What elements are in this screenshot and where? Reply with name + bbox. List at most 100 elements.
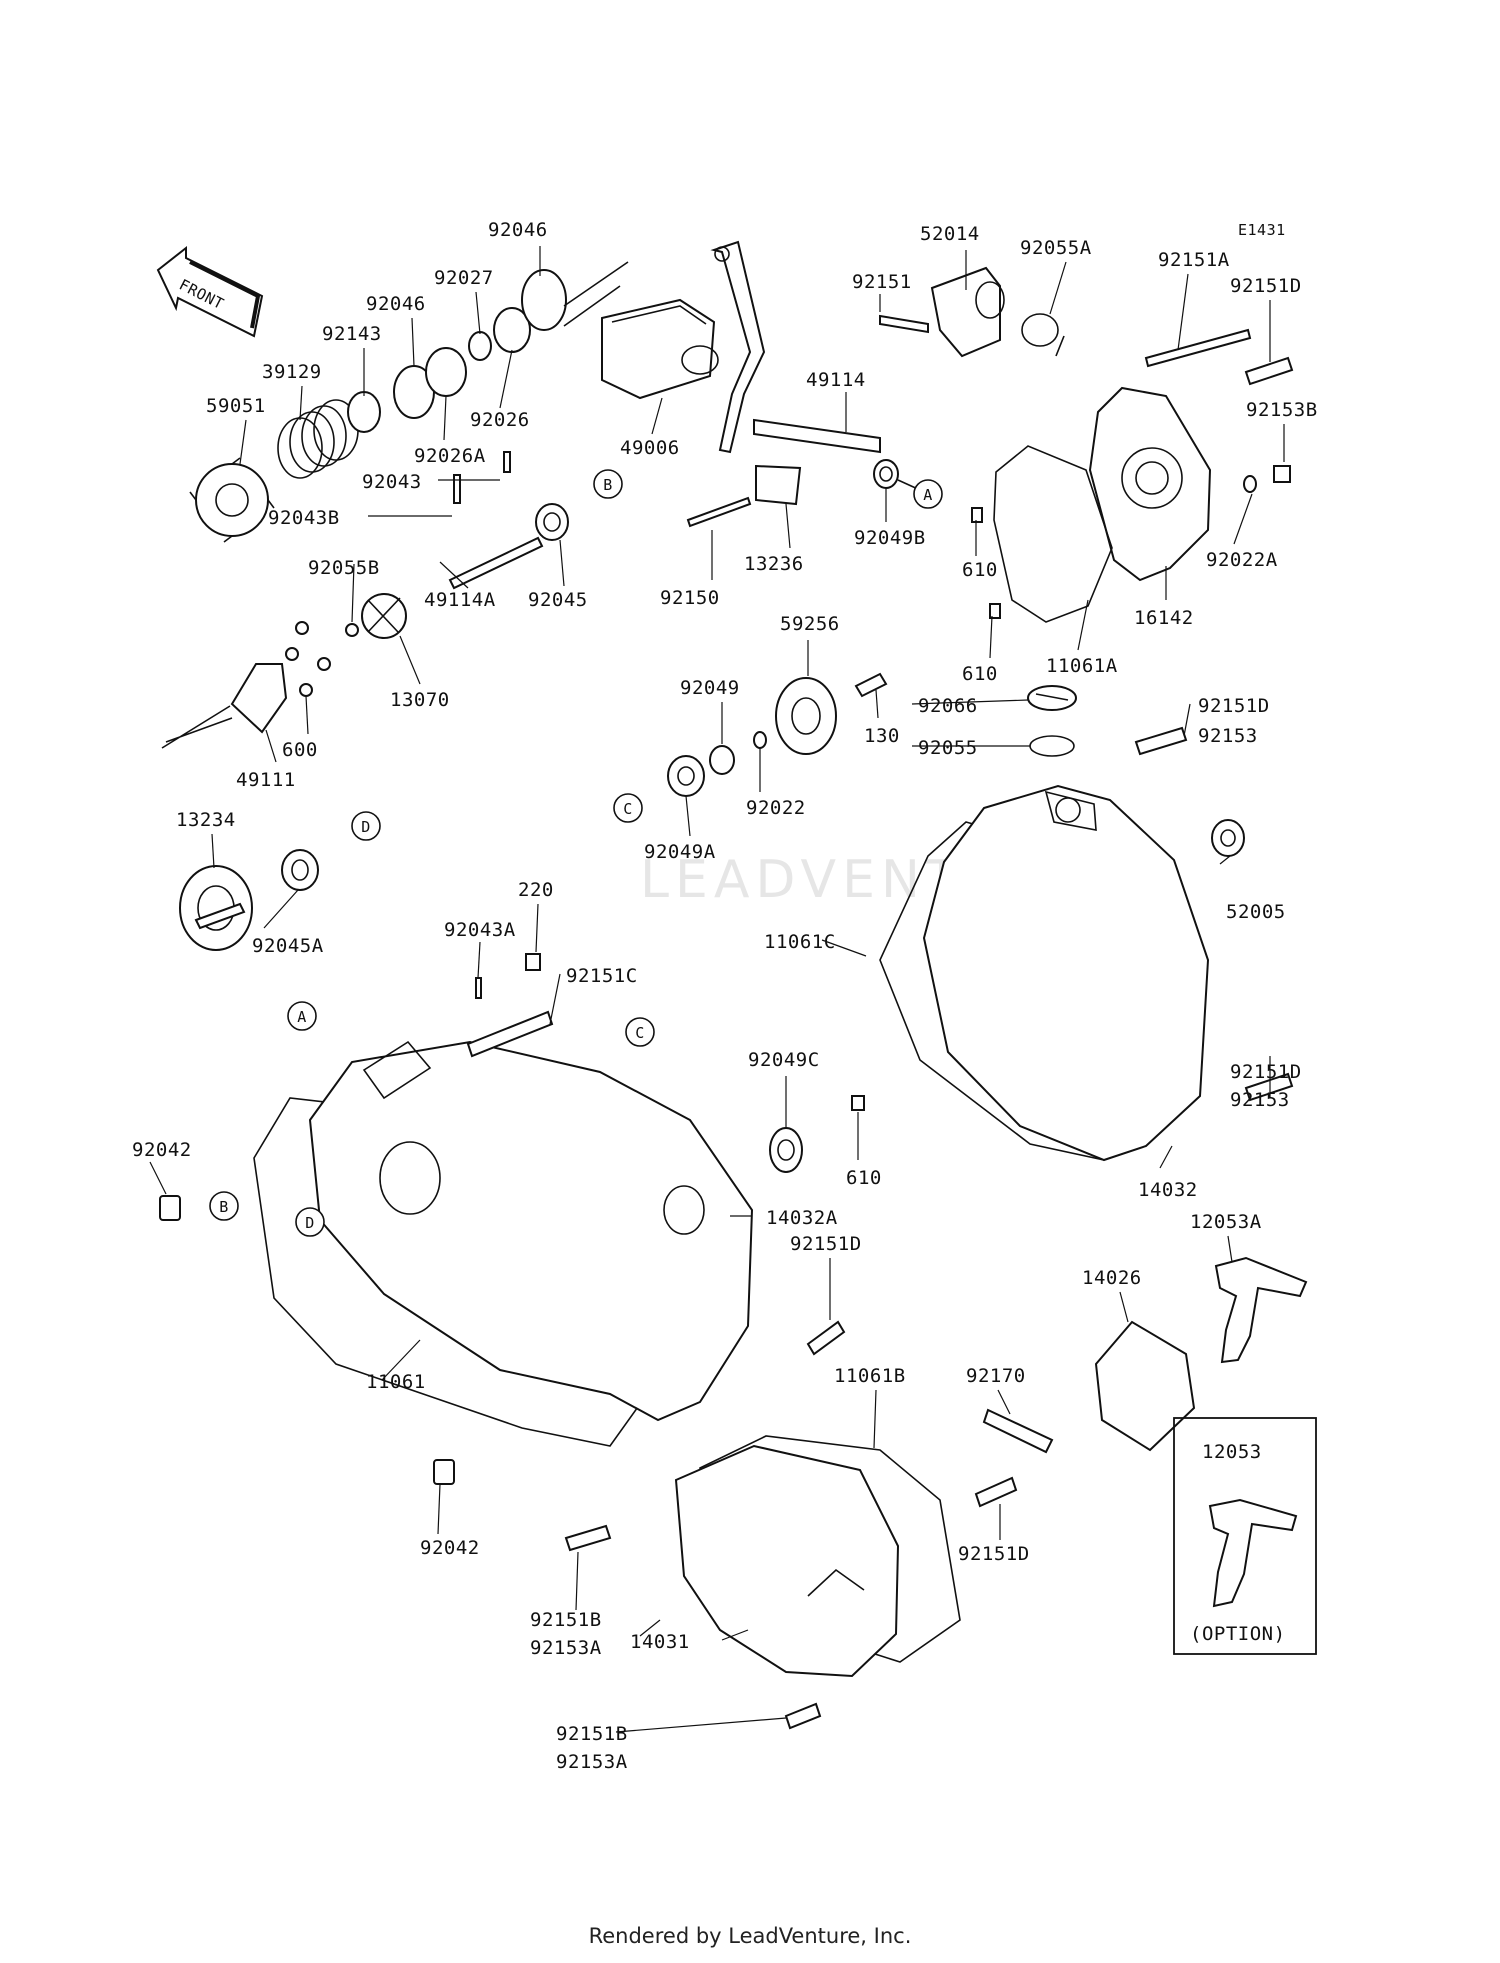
slider-92170-drawing: [982, 1408, 1054, 1454]
cover-14032a-drawing: [308, 1040, 754, 1422]
part-label: 92055B: [308, 557, 380, 579]
callout-circle: [913, 479, 943, 509]
bearing-92049a-drawing: [667, 755, 705, 797]
part-label: 49006: [620, 437, 680, 459]
part-label: 52014: [920, 223, 980, 245]
part-label: 92027: [434, 267, 494, 289]
part-label: 12053: [1202, 1441, 1262, 1463]
leader-lines: [149, 246, 1285, 1733]
part-label: 92045A: [252, 935, 324, 957]
part-label: 52005: [1226, 901, 1286, 923]
part-label: 92055: [918, 737, 978, 759]
leader-line: [1183, 703, 1191, 737]
leader-line: [211, 833, 215, 869]
diagram-code: E1431: [1238, 221, 1286, 239]
balls-drawing: [285, 621, 331, 697]
washer-92022a-drawing: [1243, 475, 1257, 493]
pump-shaft-drawing: [161, 663, 288, 749]
cover-14031-drawing: [674, 1444, 900, 1678]
part-labels: 92046920279204692143391295905192026A9202…: [132, 219, 1317, 1773]
bearing-92049-drawing: [709, 745, 735, 775]
part-label: 16142: [1134, 607, 1194, 629]
callout-circle: [295, 1207, 325, 1237]
leader-line: [875, 689, 879, 719]
part-label: 92045: [528, 589, 588, 611]
part-label: 92026: [470, 409, 530, 431]
seal-52005-drawing: [1211, 819, 1245, 857]
seal-92049c-drawing: [769, 1127, 803, 1173]
kickstart-gear-drawing: [189, 457, 275, 543]
callout-circle: [287, 1001, 317, 1031]
callout-circle: [351, 811, 381, 841]
leader-line: [1077, 599, 1089, 651]
leader-line: [685, 795, 691, 837]
part-label: 92151B: [530, 1609, 602, 1631]
part-label: 92151D: [1198, 695, 1270, 717]
part-label: 92066: [918, 695, 978, 717]
bolt-92153b-drawing: [1273, 465, 1291, 483]
leader-line: [989, 615, 993, 659]
bolt-92151d-drawing-3: [1244, 1072, 1294, 1102]
part-label: 92150: [660, 587, 720, 609]
part-label: 92151D: [1230, 1061, 1302, 1083]
leader-line: [399, 635, 421, 685]
part-label: 92153: [1198, 725, 1258, 747]
leader-line: [721, 1629, 749, 1641]
bracket-drawing: [755, 464, 802, 506]
leader-line: [997, 1389, 1011, 1415]
part-label: 92046: [366, 293, 426, 315]
o-ring-92055-drawing: [1029, 735, 1075, 757]
leader-line: [499, 349, 513, 409]
pin-drawing: [453, 451, 511, 504]
ring-drawing: [468, 331, 492, 361]
part-label: 92049A: [644, 841, 716, 863]
part-label: 92170: [966, 1365, 1026, 1387]
guide-14026-drawing: [1094, 1320, 1196, 1452]
bolt-92151b-drawing: [564, 1524, 612, 1552]
part-label: 14032A: [766, 1207, 838, 1229]
part-label: 92042: [420, 1537, 480, 1559]
callout-letter: D: [305, 1214, 315, 1232]
part-label: 92049: [680, 677, 740, 699]
part-label: 92153A: [530, 1637, 602, 1659]
bolt-92151a-drawing: [1144, 328, 1252, 368]
part-label: 130: [864, 725, 900, 747]
callout-circle: [613, 793, 643, 823]
dowel-92042-drawing-2: [433, 1459, 455, 1485]
leader-line: [1227, 1235, 1233, 1263]
lever-drawing: [710, 240, 766, 454]
dowel-610-drawing: [971, 507, 983, 523]
seal-92049b-drawing: [873, 459, 899, 489]
leader-line: [443, 395, 447, 441]
leader-line: [437, 1483, 441, 1535]
leader-line: [559, 539, 565, 587]
leader-line: [439, 561, 469, 589]
leader-line: [615, 1717, 787, 1733]
o-ring-92055a-drawing: [1021, 313, 1059, 347]
part-label: 14031: [630, 1631, 690, 1653]
leader-line: [911, 699, 1029, 705]
callout-letter: C: [635, 1024, 645, 1042]
leader-line: [651, 397, 663, 435]
part-label: 11061: [366, 1371, 426, 1393]
leader-line: [1219, 855, 1231, 865]
bolt-130-drawing: [854, 672, 888, 698]
part-label: 92046: [488, 219, 548, 241]
bolt-92151-drawing: [879, 314, 929, 334]
gear-13234-drawing: [179, 865, 253, 951]
shaft-49114-drawing: [753, 418, 881, 454]
shaft-drawing: [448, 536, 544, 590]
leader-line: [299, 385, 303, 421]
callout-letter: C: [623, 800, 633, 818]
spring-washer-drawing: [521, 269, 567, 331]
leader-line: [351, 563, 355, 623]
bearing-drawing: [535, 503, 569, 541]
impeller-drawing: [361, 593, 407, 639]
part-label: 92043: [362, 471, 422, 493]
bolt-92151d-drawing-4: [806, 1320, 846, 1356]
bolt-92151d-drawing: [1244, 356, 1294, 386]
leader-line: [785, 503, 791, 549]
bolt-92151d-drawing-2: [1134, 726, 1188, 756]
